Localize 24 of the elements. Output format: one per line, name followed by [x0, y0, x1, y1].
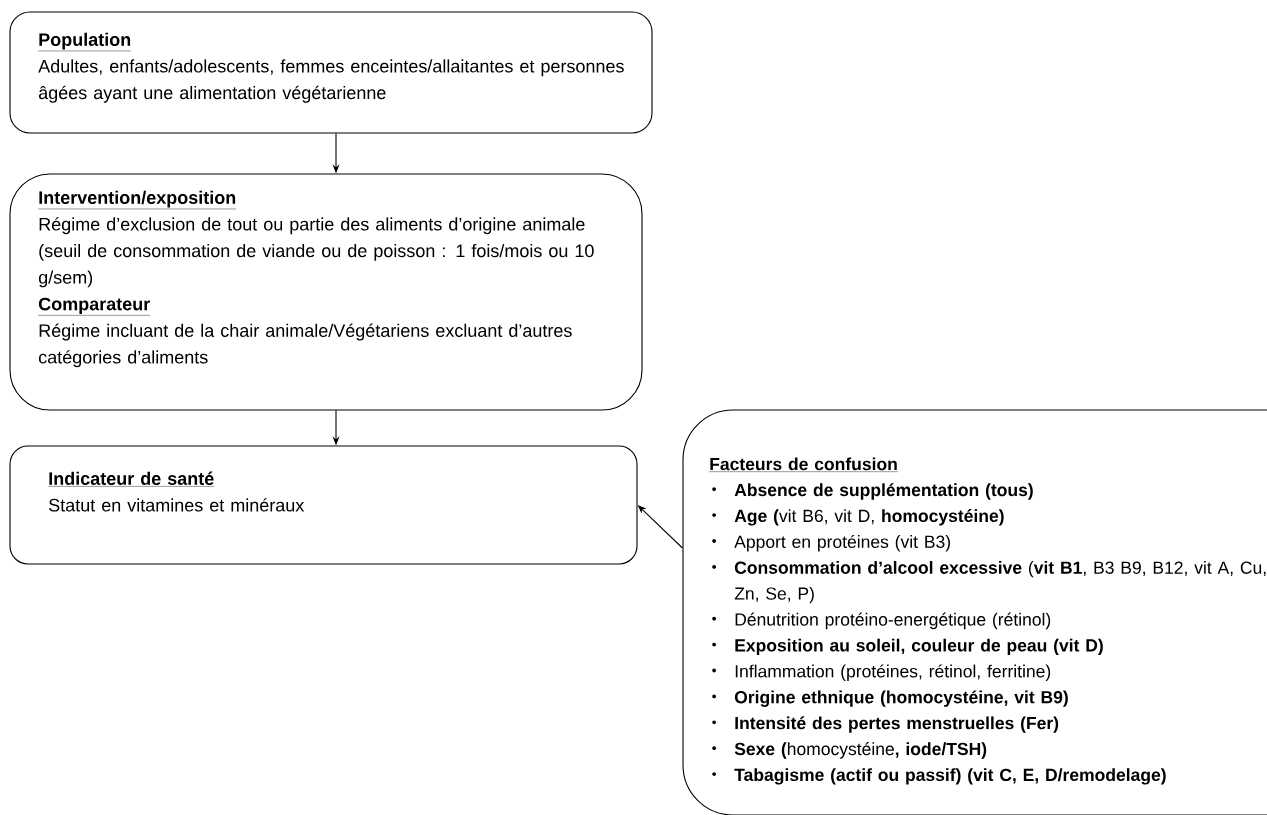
list-item: Sexe (homocystéine, iode/TSH) [712, 742, 987, 759]
rounded-box [9, 11, 653, 134]
list-item: Tabagisme (actif ou passif) (vit C, E, D/remodelage) [712, 768, 1166, 785]
rounded-box [9, 173, 643, 411]
rounded-box [682, 409, 1267, 815]
body-text: Régime d’exclusion de tout ou partie des aliments d’origine animale (seuil de consommation de viande ou de poisson : 1 fois/mois ou 10 g/sem) [38, 217, 594, 288]
heading: Intervention/exposition [38, 190, 237, 210]
heading: Facteurs de confusion [709, 457, 899, 472]
list-item: Exposition au soleil, couleur de peau (vit D) [712, 638, 1103, 656]
list-item: Intensité des pertes menstruelles (Fer) [712, 716, 1059, 733]
rounded-box [9, 445, 638, 565]
list-item: Inflammation (protéines, rétinol, ferritine) [712, 664, 1051, 681]
body-text: Statut en vitamines et minéraux [49, 498, 305, 512]
body-text: Adultes, enfants/adolescents, femmes enceintes/allaitantes et personnes âgées ayant une alimentation végétarienne [38, 59, 624, 103]
list-item: Absence de supplémentation (tous) [712, 483, 1033, 500]
heading: Population [38, 32, 132, 52]
body-text: Régime incluant de la chair animale/Végétariens excluant d’autres catégories d’aliments [38, 323, 572, 368]
list-item: Age (vit B6, vit D, homocystéine) [712, 509, 1004, 526]
heading: Indicateur de santé [48, 471, 215, 487]
heading: Comparateur [38, 297, 151, 316]
list-item: Apport en protéines (vit B3) [712, 534, 950, 552]
list-item: Dénutrition protéino-energétique (rétinol) [712, 612, 1051, 630]
list-item: Consommation d’alcool excessive (vit B1, B3 B9, B12, vit A, Cu, Zn, Se, P) [712, 561, 1266, 604]
list-item: Origine ethnique (homocystéine, vit B9) [712, 690, 1068, 707]
